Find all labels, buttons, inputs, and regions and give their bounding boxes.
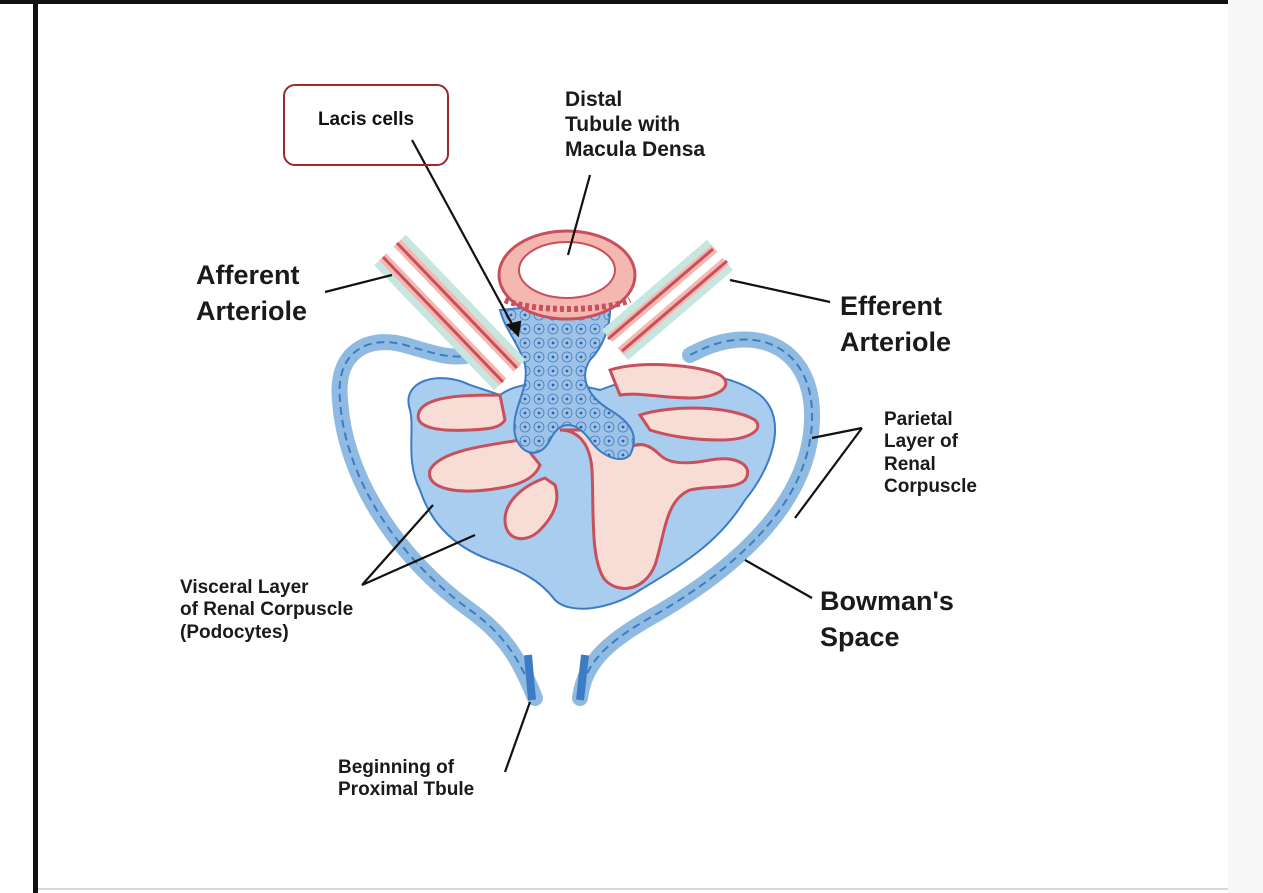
label-bowman-line-2: Space: [820, 622, 900, 653]
frame-right-margin: [1228, 0, 1263, 893]
leader-efferent: [729, 278, 831, 304]
label-afferent-line-1: Afferent: [196, 260, 300, 290]
label-parietal-line-4: Corpuscle: [884, 476, 977, 498]
lacis-cells-callout: Lacis cells: [283, 84, 449, 166]
capillary-loop-left-middle: [428, 438, 542, 493]
label-afferent-line-2: Arteriole: [196, 296, 308, 327]
leader-lines: [324, 139, 863, 773]
label-efferent-line-1: Efferent: [840, 291, 943, 321]
label-distal-line-3: Macula Densa: [565, 137, 706, 161]
label-proximal-line-1: Beginning of: [338, 757, 455, 778]
leader-visceral-lower: [361, 533, 476, 587]
label-bowman-line-1: Bowman's: [820, 586, 954, 616]
glomerular-capillary-loops: [416, 363, 760, 590]
label-proximal-line-2: Proximal Tbule: [338, 779, 475, 801]
capillary-loop-left-lower: [503, 476, 559, 541]
leader-parietal-upper: [811, 426, 863, 440]
leader-afferent: [324, 273, 393, 294]
label-efferent-arteriole: Efferent Arteriole: [840, 288, 951, 361]
label-visceral-line-2: of Renal Corpuscle: [180, 599, 354, 621]
bowmans-capsule-outline: [338, 338, 814, 699]
leader-distal: [566, 174, 592, 256]
label-parietal-layer: Parietal Layer of Renal Corpuscle: [884, 409, 977, 499]
label-proximal-tubule: Beginning of Proximal Tbule: [338, 757, 474, 802]
label-afferent-arteriole: Afferent Arteriole: [196, 257, 307, 330]
capillary-loop-center: [559, 428, 749, 590]
label-distal-tubule: Distal Tubule with Macula Densa: [565, 88, 705, 162]
label-efferent-line-2: Arteriole: [840, 327, 952, 358]
afferent-arteriole-vessel: [374, 234, 526, 391]
frame-left-border: [33, 0, 38, 893]
leader-parietal-lower: [794, 427, 863, 519]
label-distal-line-2: Tubule with: [565, 112, 681, 136]
leader-lacis: [411, 139, 519, 336]
label-parietal-line-3: Renal: [884, 453, 936, 475]
capillary-loop-left-upper: [416, 393, 507, 432]
leader-lacis-arrowhead: [505, 320, 522, 338]
label-visceral-line-3: (Podocytes): [180, 621, 289, 643]
label-visceral-layer: Visceral Layer of Renal Corpuscle (Podoc…: [180, 577, 353, 644]
label-parietal-line-2: Layer of: [884, 431, 958, 453]
proximal-tubule-neck: [524, 654, 589, 701]
frame-top-border: [0, 0, 1228, 4]
label-visceral-line-1: Visceral Layer: [180, 577, 309, 598]
capillary-loop-right-middle: [637, 406, 760, 442]
efferent-arteriole-vessel: [601, 239, 734, 361]
label-bowmans-space: Bowman's Space: [820, 583, 954, 656]
leader-visceral-upper: [361, 504, 434, 586]
label-parietal-line-1: Parietal: [884, 409, 953, 430]
leader-proximal: [503, 701, 532, 773]
distal-tubule-macula-densa: [497, 229, 637, 321]
capillary-loop-right-upper: [608, 363, 728, 400]
label-distal-line-1: Distal: [565, 88, 623, 111]
frame-bottom-border: [38, 888, 1228, 890]
lacis-cell-cluster: [498, 298, 635, 460]
leader-bowman: [744, 559, 813, 599]
